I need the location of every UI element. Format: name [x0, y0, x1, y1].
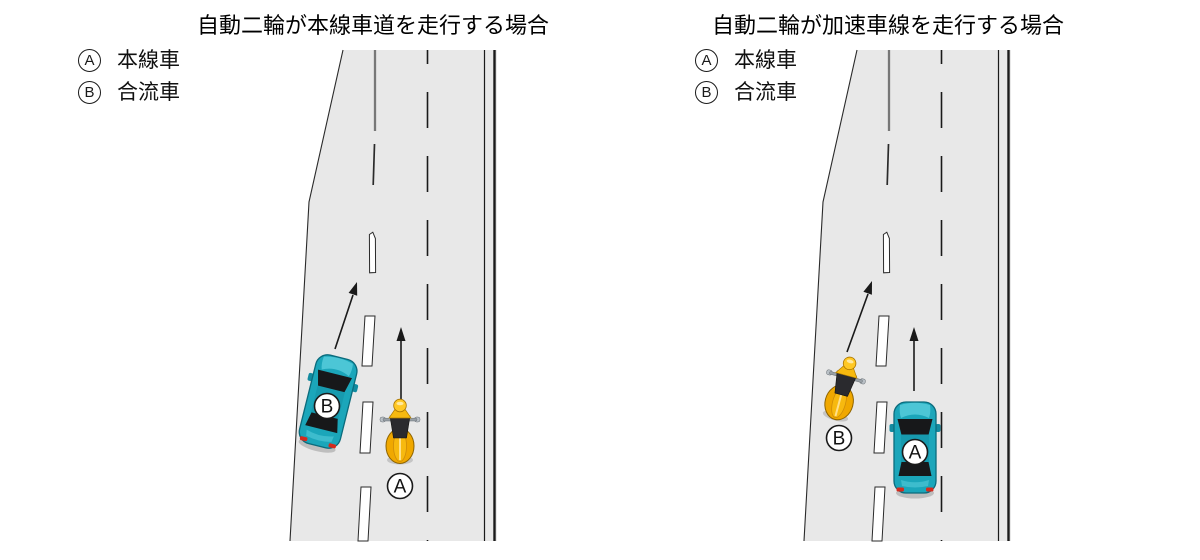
marker-circle-a: A: [901, 438, 929, 466]
legend-label-merging-vehicle: 合流車: [734, 81, 797, 104]
marker-circle-b: B: [825, 424, 853, 452]
panel-title-acceleration-lane: 自動二輪が加速車線を走行する場合: [712, 13, 1065, 38]
legend-symbol-a-circle: A: [78, 49, 101, 72]
arrow-motorcycle-a: [396, 327, 406, 400]
diagram-acceleration-lane: B A: [802, 48, 1013, 543]
legend-symbol-b-circle: B: [78, 81, 101, 104]
marker-circle-a: A: [386, 472, 414, 500]
legend-row: A 本線車: [695, 49, 797, 72]
arrow-main-car-a: [909, 327, 919, 391]
legend-left: A 本線車 B 合流車: [78, 49, 180, 104]
panel-title-main-roadway: 自動二輪が本線車道を走行する場合: [197, 13, 550, 38]
svg-text:A: A: [909, 443, 922, 464]
legend-label-main-vehicle: 本線車: [734, 49, 797, 72]
arrow-merging-car-b: [334, 282, 358, 350]
marker-circle-b: B: [313, 392, 341, 420]
road-left: [288, 48, 499, 543]
legend-row: B 合流車: [78, 81, 180, 104]
legend-right: A 本線車 B 合流車: [695, 49, 797, 104]
legend-symbol-b-circle: B: [695, 81, 718, 104]
legend-label-merging-vehicle: 合流車: [117, 81, 180, 104]
legend-row: A 本線車: [78, 49, 180, 72]
svg-text:B: B: [321, 397, 334, 418]
diagram-main-roadway: B A: [288, 48, 499, 543]
arrow-merging-motorcycle-b: [846, 281, 872, 353]
legend-label-main-vehicle: 本線車: [117, 49, 180, 72]
legend-row: B 合流車: [695, 81, 797, 104]
svg-text:A: A: [394, 477, 407, 498]
legend-symbol-a-circle: A: [695, 49, 718, 72]
svg-text:B: B: [833, 429, 846, 450]
